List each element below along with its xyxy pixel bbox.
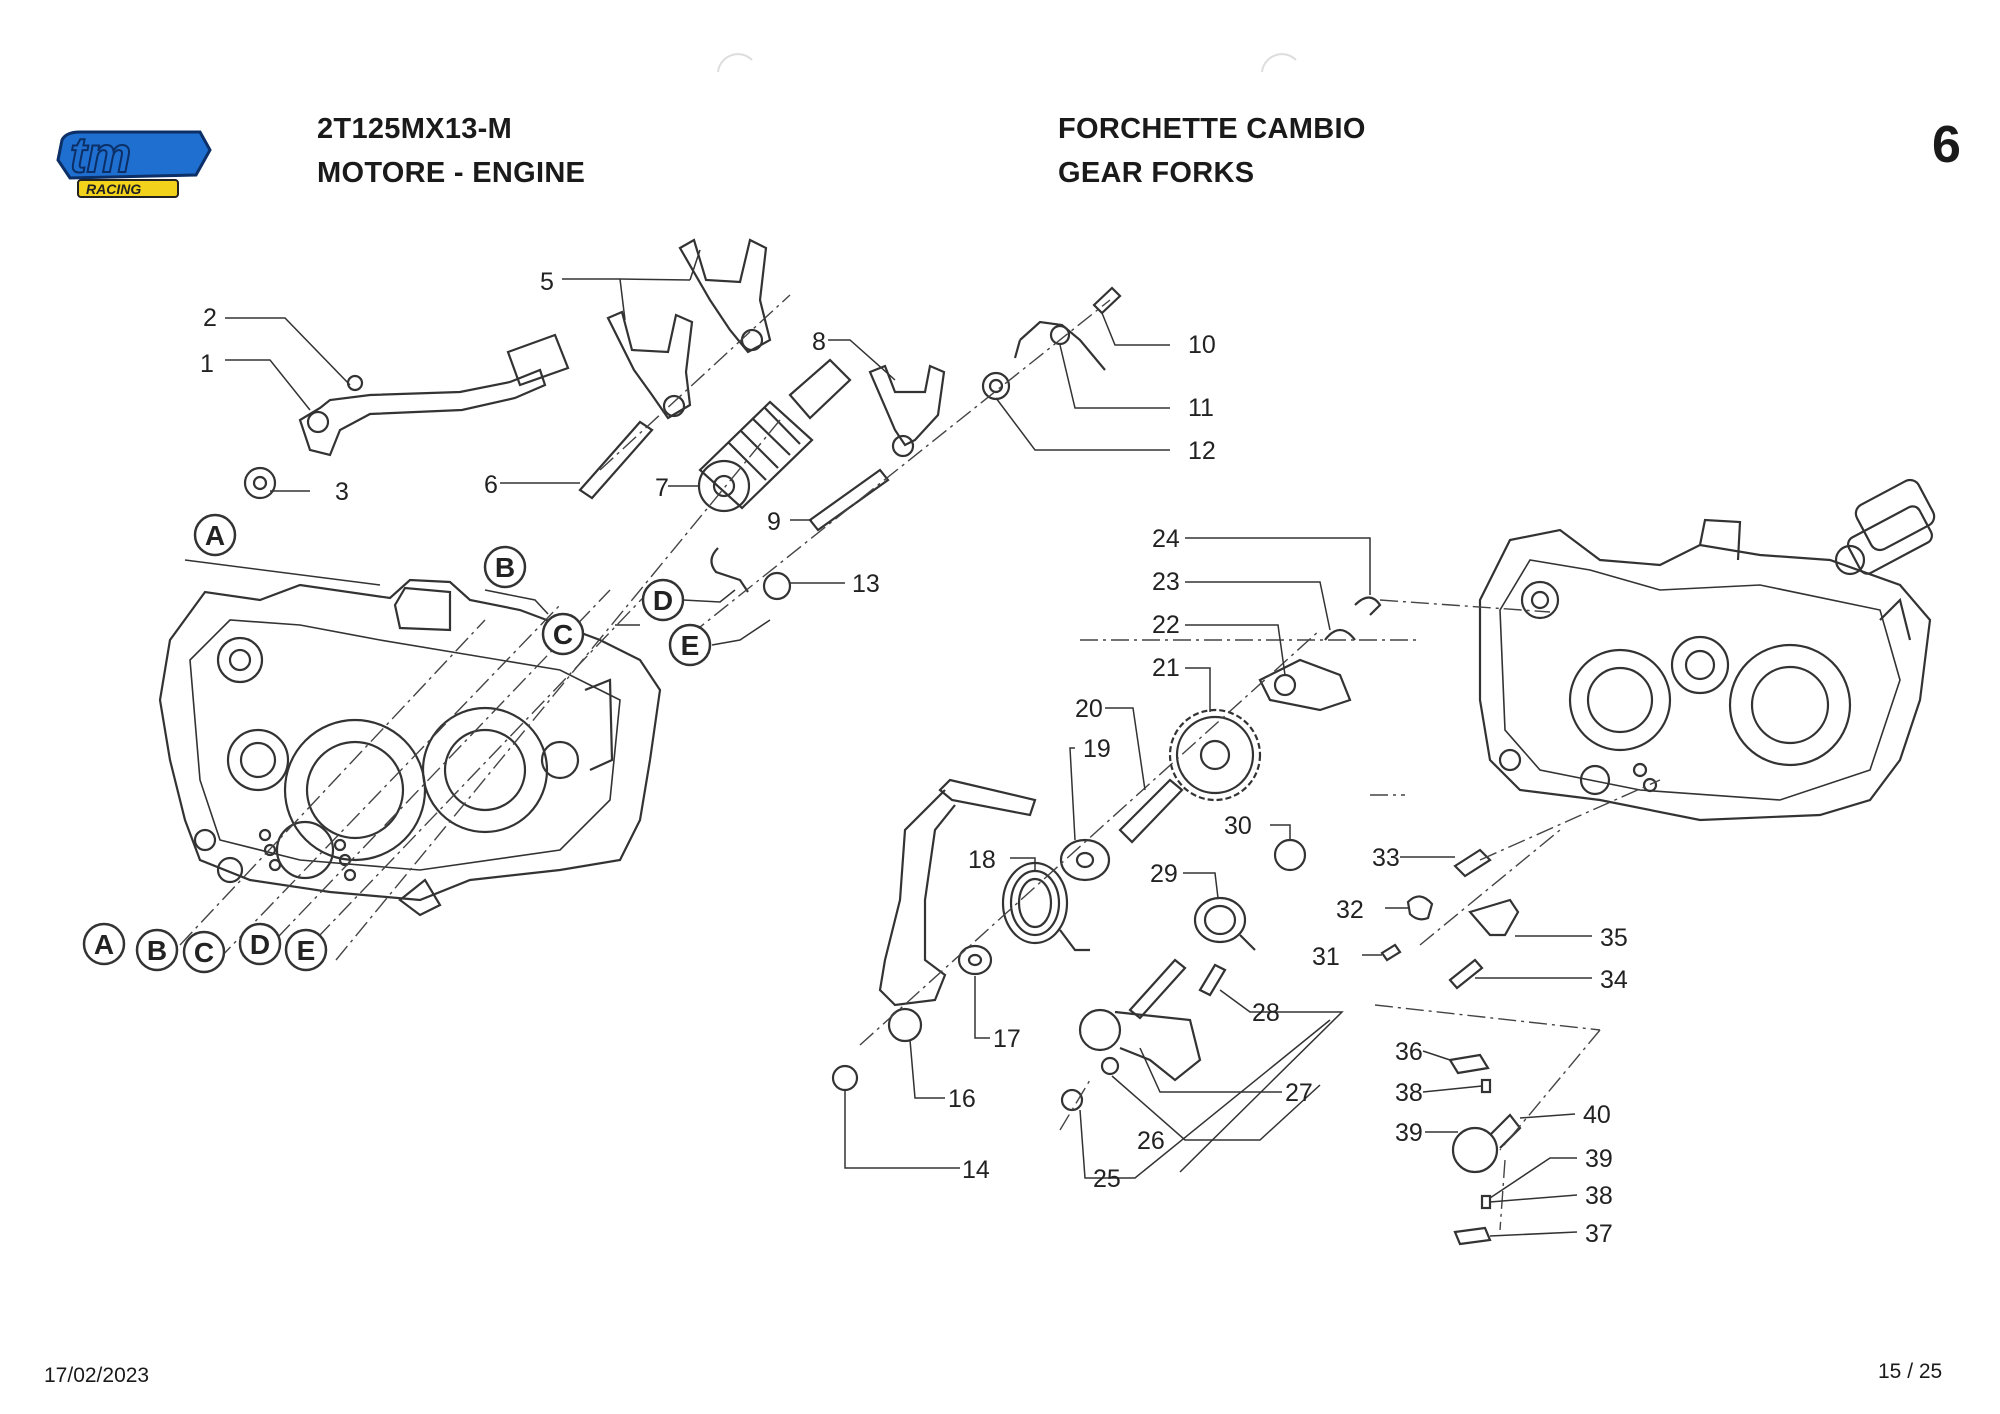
callout-25: 25 [1093, 1165, 1121, 1193]
fork-shaft-9 [808, 468, 890, 532]
kick-gear [1168, 708, 1262, 802]
shift-fork-upper [678, 238, 772, 354]
callout-38-upper: 38 [1395, 1079, 1423, 1107]
callout-37: 37 [1585, 1220, 1613, 1248]
callout-36: 36 [1395, 1038, 1423, 1066]
callout-39-upper: 39 [1395, 1119, 1423, 1147]
table-number: 6 [1932, 116, 1961, 174]
fork-shaft [578, 420, 654, 500]
left-crankcase [158, 578, 662, 917]
callout-13: 13 [852, 570, 880, 598]
callout-24: 24 [1152, 525, 1180, 553]
callout-35: 35 [1600, 924, 1628, 952]
logo-text: tm [70, 127, 131, 183]
callout-1: 1 [200, 350, 214, 378]
reference-marks-bottom: A B C D E [82, 922, 328, 974]
callout-27: 27 [1285, 1079, 1313, 1107]
part-callouts: 1 2 3 5 6 7 8 9 10 11 12 13 14 16 17 18 … [200, 268, 1628, 1248]
gear-lever-rubber [506, 333, 570, 387]
callout-17: 17 [993, 1025, 1021, 1053]
callout-16: 16 [948, 1085, 976, 1113]
model-code: 2T125MX13-M [317, 113, 513, 145]
ref-mark-e: E [681, 630, 700, 661]
callout-12: 12 [1188, 437, 1216, 465]
leader-lines [225, 249, 1592, 1237]
screw-10 [1092, 286, 1122, 315]
ref-mark-b: B [495, 552, 515, 583]
callout-23: 23 [1152, 568, 1180, 596]
parts-artwork [158, 238, 1936, 1246]
right-shift-drum [1834, 478, 1936, 576]
reference-marks-top: A B C D E [193, 513, 712, 667]
detent-lever [710, 547, 749, 593]
callout-34: 34 [1600, 966, 1628, 994]
callout-28: 28 [1252, 999, 1280, 1027]
title-english: GEAR FORKS [1058, 157, 1255, 189]
callout-6: 6 [484, 471, 498, 499]
callout-21: 21 [1152, 654, 1180, 682]
callout-3: 3 [335, 478, 349, 506]
detent-spring [1019, 320, 1106, 371]
ref-mark-c: C [553, 619, 573, 650]
footer-page: 15 / 25 [1878, 1360, 1943, 1383]
callout-22: 22 [1152, 611, 1180, 639]
ref-mark-e-bottom: E [297, 935, 316, 966]
ref-mark-c-bottom: C [194, 937, 214, 968]
tm-racing-logo: tm RACING [56, 126, 212, 198]
callout-20: 20 [1075, 695, 1103, 723]
callout-39-lower: 39 [1585, 1145, 1613, 1173]
section-title: MOTORE - ENGINE [317, 157, 586, 189]
footer-date: 17/02/2023 [44, 1364, 150, 1387]
gear-lever [298, 368, 547, 457]
callout-33: 33 [1372, 844, 1400, 872]
ref-mark-d: D [653, 585, 673, 616]
callout-40: 40 [1583, 1101, 1611, 1129]
title-italian: FORCHETTE CAMBIO [1058, 113, 1366, 145]
callout-11: 11 [1188, 394, 1214, 422]
callout-38-lower: 38 [1585, 1182, 1613, 1210]
callout-10: 10 [1188, 331, 1216, 359]
callout-9: 9 [767, 508, 781, 536]
kickstart-lever [878, 778, 1037, 1043]
callout-14: 14 [962, 1156, 990, 1184]
callout-2: 2 [203, 304, 217, 332]
ratchet-27 [1078, 958, 1202, 1082]
callout-32: 32 [1336, 896, 1364, 924]
callout-29: 29 [1150, 860, 1178, 888]
callout-5: 5 [540, 268, 554, 296]
callout-31: 31 [1312, 943, 1340, 971]
ref-mark-d-bottom: D [250, 929, 270, 960]
callout-7: 7 [655, 474, 669, 502]
callout-30: 30 [1224, 812, 1252, 840]
callout-26: 26 [1137, 1127, 1165, 1155]
callout-18: 18 [968, 846, 996, 874]
callout-19: 19 [1083, 735, 1111, 763]
shift-drum [697, 358, 852, 513]
ref-mark-a: A [205, 520, 225, 551]
callout-8: 8 [812, 328, 826, 356]
shift-fork-8 [868, 364, 946, 447]
ref-mark-b-bottom: B [147, 935, 167, 966]
logo-subtext: RACING [86, 181, 141, 197]
kick-shaft [1118, 778, 1184, 844]
ref-mark-a-bottom: A [94, 929, 114, 960]
right-crankcase [1478, 518, 1932, 822]
assembly-axes [179, 294, 1661, 1231]
shift-fork-lower [606, 310, 694, 420]
